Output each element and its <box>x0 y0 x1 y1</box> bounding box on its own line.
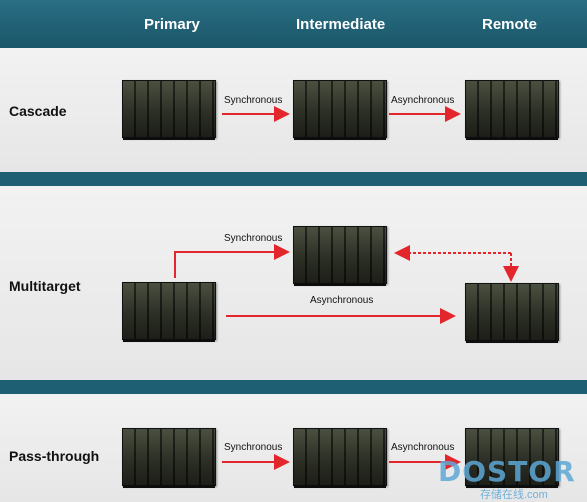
multitarget-sync-label: Synchronous <box>224 233 283 244</box>
column-remote: Remote <box>482 16 538 33</box>
cascade-async-label: Asynchronous <box>391 95 455 106</box>
intermediate-storage-icon <box>293 226 387 286</box>
multitarget-sync-arrow <box>174 244 290 278</box>
primary-storage-icon <box>122 428 216 488</box>
watermark-sub: 存储在线.com <box>480 489 548 501</box>
cascade-label: Cascade <box>9 103 67 119</box>
multitarget-async-label: Asynchronous <box>310 295 374 306</box>
passthrough-label: Pass-through <box>9 448 100 464</box>
primary-storage-icon <box>122 80 216 140</box>
column-primary: Primary <box>144 16 200 33</box>
remote-storage-icon <box>465 428 559 488</box>
passthrough-async-label: Asynchronous <box>391 442 455 453</box>
remote-storage-icon <box>465 80 559 140</box>
column-header-bar: Primary Intermediate Remote <box>0 0 587 48</box>
intermediate-storage-icon <box>293 428 387 488</box>
column-intermediate: Intermediate <box>296 16 386 33</box>
passthrough-sync-label: Synchronous <box>224 442 283 453</box>
remote-storage-icon <box>465 283 559 343</box>
primary-storage-icon <box>122 282 216 342</box>
cascade-sync-label: Synchronous <box>224 95 283 106</box>
intermediate-storage-icon <box>293 80 387 140</box>
watermark-logo: DOSTOR <box>438 455 576 488</box>
multitarget-label: Multitarget <box>9 278 81 294</box>
